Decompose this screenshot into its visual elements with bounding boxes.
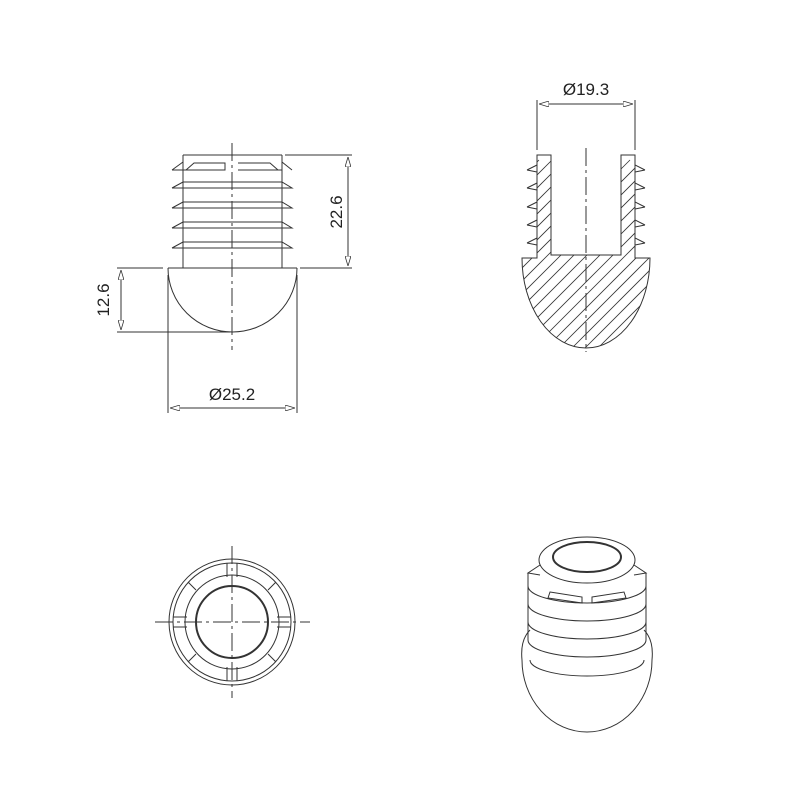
front-view bbox=[167, 143, 298, 350]
hatch-line bbox=[522, 159, 605, 348]
hatch-line bbox=[637, 159, 650, 348]
hatch-line bbox=[522, 159, 650, 348]
dimension-label-inner-diameter: Ø19.3 bbox=[563, 80, 609, 99]
hatch-line bbox=[522, 159, 579, 348]
hatch-line bbox=[677, 160, 800, 360]
hatch-line bbox=[598, 159, 650, 348]
hatch-line bbox=[313, 160, 513, 360]
hatch-line bbox=[522, 159, 650, 348]
hatch-line bbox=[585, 159, 650, 348]
section-view bbox=[300, 148, 800, 360]
hatch-line bbox=[522, 159, 650, 348]
hatch-line bbox=[546, 159, 650, 348]
hatch-line bbox=[522, 159, 631, 348]
hatch-line bbox=[300, 160, 500, 360]
hatch-line bbox=[522, 159, 650, 348]
dimension-label-body-height: 22.6 bbox=[327, 195, 346, 228]
hatch-line bbox=[522, 159, 650, 348]
hatch-line bbox=[522, 159, 592, 348]
dimension-22-6: 22.6 bbox=[285, 154, 352, 269]
dimension-label-dome-height: 12.6 bbox=[94, 283, 113, 316]
section-hatching bbox=[300, 159, 800, 360]
dimension-12-6: 12.6 bbox=[94, 267, 230, 333]
hatch-line bbox=[522, 159, 618, 348]
hatch-line bbox=[522, 159, 644, 348]
hatch-line bbox=[664, 160, 800, 360]
hatch-line bbox=[522, 159, 527, 348]
hatch-line bbox=[572, 159, 650, 348]
hatch-line bbox=[651, 160, 800, 360]
hatch-line bbox=[611, 159, 650, 348]
hatch-line bbox=[559, 159, 650, 348]
isometric-view bbox=[521, 536, 653, 733]
hatch-line bbox=[624, 159, 650, 348]
dimension-label-outer-diameter: Ø25.2 bbox=[209, 385, 255, 404]
hatch-line bbox=[533, 159, 650, 348]
dimension-25-2: Ø25.2 bbox=[167, 275, 298, 413]
hatch-line bbox=[522, 159, 540, 348]
hatch-line bbox=[522, 159, 650, 348]
hatch-line bbox=[690, 160, 800, 360]
bottom-view bbox=[155, 546, 310, 698]
dimension-19-3: Ø19.3 bbox=[536, 80, 636, 150]
